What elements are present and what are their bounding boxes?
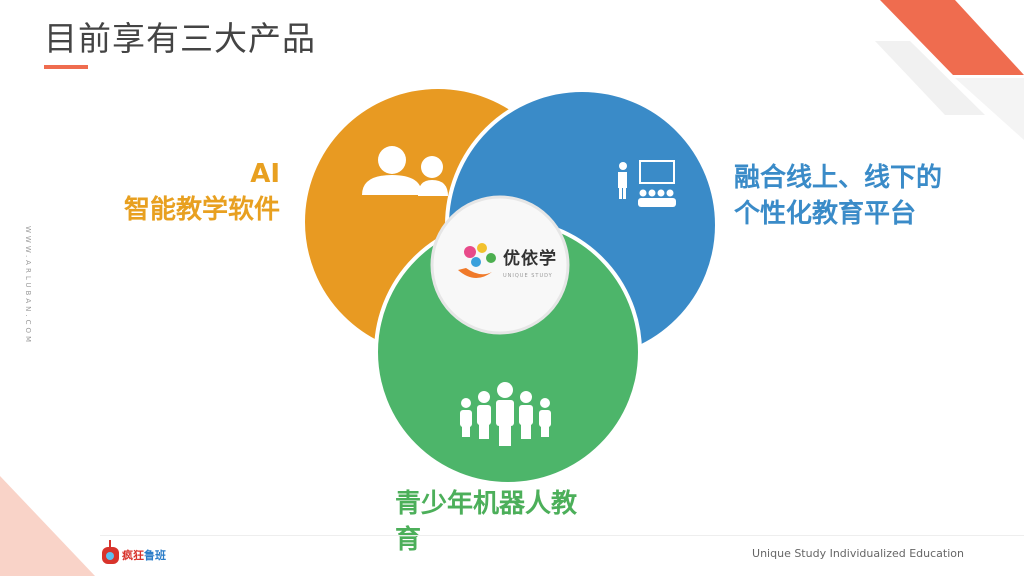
label-line: 个性化教育平台 <box>734 199 917 229</box>
product-platform-label: 融合线上、线下的 个性化教育平台 <box>734 160 942 232</box>
presentation-icon <box>618 160 676 207</box>
logo-mark-icon <box>458 243 496 279</box>
gray-stripe-2 <box>955 78 1024 140</box>
center-circle <box>430 195 570 335</box>
corner-triangle <box>0 476 95 576</box>
title-underline <box>44 65 88 69</box>
center-logo-sub: UNIQUE STUDY <box>503 273 553 279</box>
center-logo-name: 优依学 <box>503 249 557 269</box>
brand-text: 鲁班 <box>144 549 166 562</box>
users-icon <box>362 146 448 196</box>
label-line: 智能教学软件 <box>123 195 280 225</box>
label-line: 融合线上、线下的 <box>734 163 943 193</box>
accent-stripe <box>880 0 1024 75</box>
gray-stripe <box>875 41 985 115</box>
footer-divider <box>100 535 1024 536</box>
product-ai-label: AI 智能教学软件 <box>124 156 280 228</box>
website-text: WWW.ARLUBAN.COM <box>24 226 32 346</box>
label-line: 青少年机器人教 <box>395 489 578 519</box>
brand-text: 疯狂 <box>122 549 144 562</box>
label-line: AI <box>250 159 280 189</box>
brand-logo: 疯狂鲁班 <box>122 547 166 563</box>
brand-robot-icon <box>102 540 119 564</box>
label-line: 育 <box>395 525 422 555</box>
product-robotics-label: 青少年机器人教 育 <box>395 486 615 558</box>
group-icon <box>460 382 551 446</box>
footer-tagline: Unique Study Individualized Education <box>752 547 964 560</box>
page-title: 目前享有三大产品 <box>44 19 316 58</box>
